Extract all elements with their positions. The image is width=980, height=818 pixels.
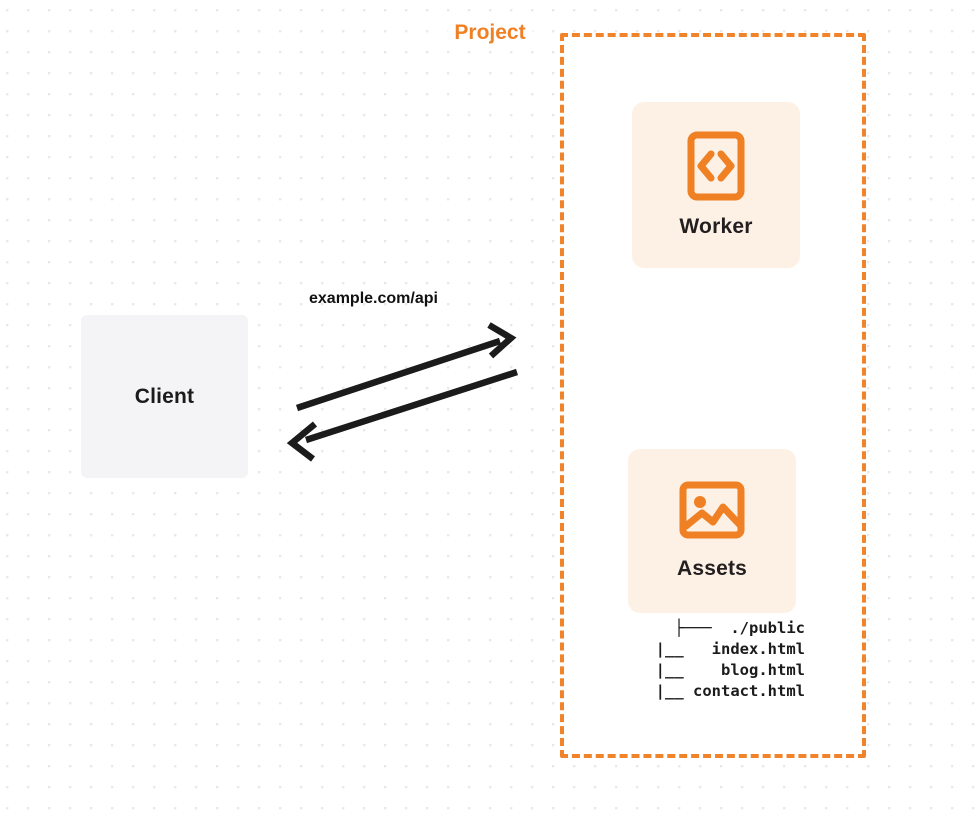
project-title: Project — [447, 21, 533, 45]
tree-row: ├─── ./public — [674, 619, 805, 637]
connection-label: example.com/api — [309, 290, 438, 307]
tree-row: |__ contact.html — [627, 682, 805, 700]
request-arrow-line — [295, 337, 502, 412]
response-arrow-head — [286, 421, 318, 462]
tree-row: |__ index.html — [627, 640, 805, 658]
worker-node-label: Worker — [679, 215, 753, 238]
assets-file-tree: ├─── ./public |__ index.html |__ blog.ht… — [600, 618, 805, 702]
request-arrow-head — [487, 322, 517, 359]
client-node-label: Client — [134, 384, 195, 408]
code-brackets-icon — [687, 131, 745, 201]
assets-node-label: Assets — [676, 557, 748, 580]
worker-node[interactable]: Worker — [632, 102, 800, 268]
assets-node[interactable]: Assets — [628, 449, 796, 613]
response-arrow-line — [305, 368, 518, 444]
client-node[interactable]: Client — [81, 315, 248, 478]
tree-row: |__ blog.html — [627, 661, 805, 679]
image-picture-icon — [679, 481, 745, 539]
